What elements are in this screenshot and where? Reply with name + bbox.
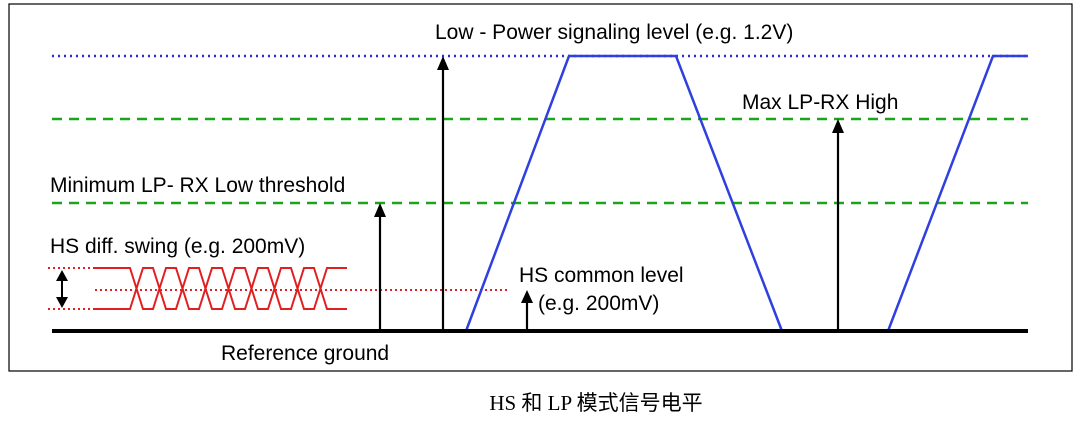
hs-common-level-label: HS common level	[519, 264, 684, 287]
min-lp-rx-low-arrow	[374, 203, 386, 331]
reference-ground-label: Reference ground	[221, 342, 389, 365]
hs-diff-swing-label: HS diff. swing (e.g. 200mV)	[50, 235, 305, 258]
arrow-up-icon	[374, 203, 386, 217]
arrow-up-icon	[521, 290, 533, 303]
lp-waveform-rise	[886, 54, 1028, 332]
max-lp-rx-high-label: Max LP-RX High	[742, 91, 898, 114]
figure-frame	[8, 3, 1073, 372]
arrow-up-icon	[832, 119, 844, 133]
min-lp-rx-low-label: Minimum LP- RX Low threshold	[50, 174, 345, 197]
lp-signaling-level-label: Low - Power signaling level (e.g. 1.2V)	[435, 21, 793, 44]
hs-common-level-arrow	[521, 290, 533, 331]
hs-differential-signal	[48, 267, 347, 310]
arrow-down-icon	[56, 297, 68, 308]
arrow-up-icon	[56, 270, 68, 281]
swing-double-arrow	[56, 270, 68, 308]
hs-common-level-value: (e.g. 200mV)	[538, 292, 659, 315]
lp-waveform	[464, 54, 784, 332]
figure-caption: HS 和 LP 模式信号电平	[489, 391, 702, 415]
lp-level-arrow	[437, 56, 449, 331]
hs-negative-waveform	[95, 267, 347, 310]
max-lp-rx-high-arrow	[832, 119, 844, 331]
arrow-up-icon	[437, 56, 449, 70]
